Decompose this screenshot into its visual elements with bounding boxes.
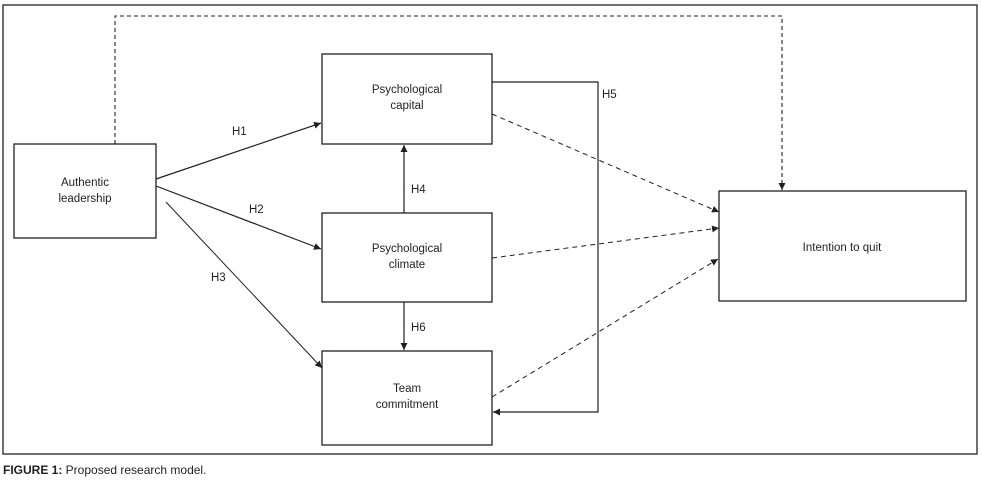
node-label-line1: Intention to quit [803, 242, 882, 254]
node-label-line1: Psychological [372, 84, 442, 96]
edge-label-h6: H6 [411, 322, 426, 334]
edge-psycap-to-intention [491, 113, 720, 213]
edge-label-h1: H1 [232, 126, 247, 138]
edge-label-h4: H4 [411, 184, 426, 196]
edge-h3 [165, 201, 323, 369]
node-label-line2: climate [389, 259, 425, 271]
node-box [13, 143, 157, 239]
node-label-line2: leadership [58, 193, 111, 205]
node-authentic-leadership: Authentic leadership [13, 143, 157, 239]
node-psychological-capital: Psychological capital [321, 53, 493, 145]
node-team-commitment: Team commitment [321, 350, 493, 446]
node-label-line1: Psychological [372, 243, 442, 255]
edge-label-h3: H3 [211, 272, 226, 284]
edge-label-h5: H5 [602, 89, 617, 101]
node-intention-to-quit: Intention to quit [718, 190, 967, 302]
node-label-line1: Authentic [61, 177, 109, 189]
edge-h5 [492, 81, 599, 416]
node-label-line2: commitment [376, 399, 439, 411]
figure-frame [2, 4, 978, 455]
edge-psyclimate-to-intention [491, 225, 720, 259]
node-box [321, 53, 493, 145]
node-box [321, 350, 493, 446]
node-psychological-climate: Psychological climate [321, 212, 493, 303]
node-label-line2: capital [390, 100, 423, 112]
figure-caption: FIGURE 1: Proposed research model. [3, 463, 206, 477]
caption-text: Proposed research model. [62, 463, 207, 477]
node-box [718, 190, 967, 302]
edge-h2 [155, 185, 322, 250]
edge-h1 [155, 121, 322, 180]
edge-authentic-leadership-to-intention [114, 15, 786, 190]
edge-label-h2: H2 [249, 204, 264, 216]
node-label-line1: Team [393, 383, 421, 395]
edge-team-commitment-to-intention [491, 258, 719, 398]
node-box [321, 212, 493, 303]
caption-label: FIGURE 1: [3, 463, 63, 477]
